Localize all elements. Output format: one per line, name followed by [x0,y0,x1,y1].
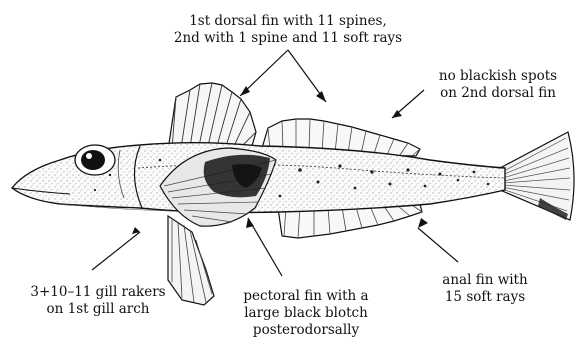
label-anal-fin: anal fin with 15 soft rays [410,272,560,306]
label-gill-line2: on 1st gill arch [14,301,182,318]
label-dorsal-line2: 2nd with 1 spine and 11 soft rays [150,30,426,47]
label-gill-rakers: 3+10–11 gill rakers on 1st gill arch [14,284,182,318]
label-dorsal-line1: 1st dorsal fin with 11 spines, [150,13,426,30]
label-no-spots: no blackish spots on 2nd dorsal fin [418,68,578,102]
label-pectoral-fin: pectoral fin with a large black blotch p… [226,288,386,339]
caudal-fin [500,132,574,220]
label-pectoral-line3: posterodorsally [226,322,386,339]
label-anal-line2: 15 soft rays [410,289,560,306]
label-no-spots-line1: no blackish spots [418,68,578,85]
label-dorsal-fins: 1st dorsal fin with 11 spines, 2nd with … [150,13,426,47]
anal-leader [418,228,458,262]
gill-leader [92,232,140,270]
label-no-spots-line2: on 2nd dorsal fin [418,85,578,102]
pectoral-leader [248,218,282,276]
label-anal-line1: anal fin with [410,272,560,289]
label-pectoral-line1: pectoral fin with a [226,288,386,305]
label-gill-line1: 3+10–11 gill rakers [14,284,182,301]
label-pectoral-line2: large black blotch [226,305,386,322]
